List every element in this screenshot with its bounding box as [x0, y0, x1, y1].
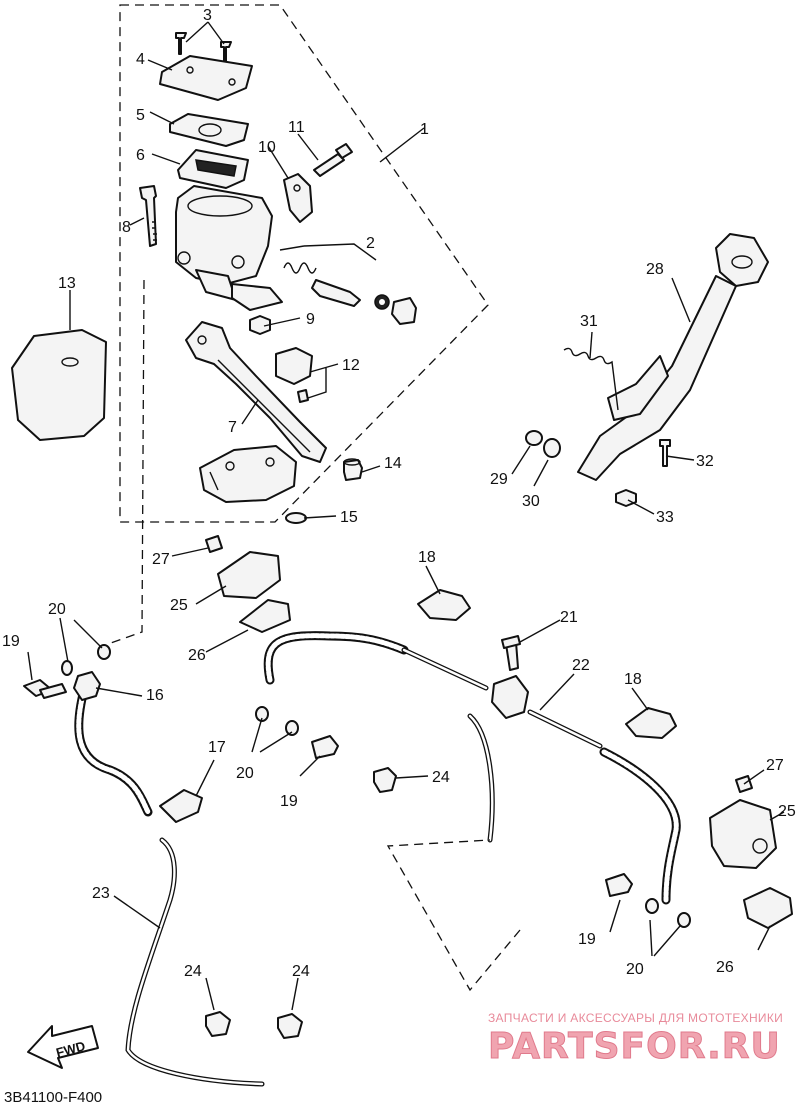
fwd-label: FWD	[54, 1038, 86, 1060]
lever-7	[185, 321, 327, 463]
label-25-rear: 25	[778, 803, 796, 820]
bracket-17	[159, 789, 203, 823]
label-9: 9	[306, 311, 315, 328]
three-way-joint	[491, 635, 529, 719]
label-3: 3	[203, 7, 212, 24]
reservoir-cap-4	[159, 55, 253, 101]
label-24-middle: 24	[432, 769, 450, 786]
label-12: 12	[342, 357, 360, 374]
label-19-middle: 19	[280, 793, 298, 810]
label-18-bottom: 18	[624, 671, 642, 688]
brake-hose-rear	[599, 747, 681, 905]
union-bolts-19	[23, 679, 633, 897]
fwd-arrow-icon: FWD	[27, 1025, 99, 1069]
label-27-front: 27	[152, 551, 170, 568]
label-30: 30	[522, 493, 540, 510]
holder-18	[417, 589, 677, 739]
pin-14	[343, 458, 363, 481]
clamp-holder	[199, 445, 297, 503]
label-20-middle: 20	[236, 765, 254, 782]
label-24-bottom-left: 24	[184, 963, 202, 980]
label-6: 6	[136, 147, 145, 164]
spring-31	[563, 347, 619, 411]
bolt-8	[139, 185, 157, 247]
watermark-brand: PARTSFOR.RU	[488, 1026, 781, 1067]
label-20-front: 20	[48, 601, 66, 618]
bracket-10	[283, 173, 313, 223]
piston-kit-2	[283, 262, 417, 325]
nut-9	[249, 315, 271, 335]
label-7: 7	[228, 419, 237, 436]
clamp-25-26-front	[205, 535, 291, 633]
assembly-1-boundary	[119, 4, 489, 523]
label-19-rear: 19	[578, 931, 596, 948]
label-15: 15	[340, 509, 358, 526]
switch-12	[275, 347, 313, 403]
brake-pipe-22	[401, 647, 603, 749]
grommet-15	[285, 512, 307, 524]
label-32: 32	[696, 453, 714, 470]
label-16: 16	[146, 687, 164, 704]
clamp-25-26-rear	[709, 775, 793, 929]
clip-24	[205, 767, 397, 1039]
label-10: 10	[258, 139, 276, 156]
plate-5	[169, 113, 249, 147]
hose-16	[73, 671, 153, 817]
watermark-tagline: ЗАПЧАСТИ И АКСЕССУАРЫ ДЛЯ МОТОТЕХНИКИ	[488, 1011, 783, 1025]
bolt-11	[313, 143, 353, 177]
diagram-code: 3B41100-F400	[4, 1089, 102, 1106]
brake-hose-front	[263, 631, 409, 685]
label-2: 2	[366, 235, 375, 252]
label-8: 8	[122, 219, 131, 236]
leader-lines	[27, 21, 785, 1011]
label-14: 14	[384, 455, 402, 472]
brake-pedal-28	[577, 233, 769, 481]
label-26-rear: 26	[716, 959, 734, 976]
label-27-rear: 27	[766, 757, 784, 774]
brake-pipe-23	[125, 713, 495, 1087]
label-28: 28	[646, 261, 664, 278]
label-20-rear: 20	[626, 961, 644, 978]
label-26-front: 26	[188, 647, 206, 664]
diaphragm-6	[177, 149, 249, 189]
label-23: 23	[92, 885, 110, 902]
label-25-front: 25	[170, 597, 188, 614]
label-33: 33	[656, 509, 674, 526]
label-11: 11	[288, 119, 305, 136]
label-24-bottom-right: 24	[292, 963, 310, 980]
cover-13	[11, 329, 107, 441]
callout-labels: 3 4 5 6 8 10 11 1 2 9 12 7 13 14 15 27 2…	[2, 7, 796, 980]
washers-29-30	[525, 430, 561, 458]
label-1: 1	[420, 121, 429, 138]
label-13: 13	[58, 275, 76, 292]
label-31: 31	[580, 313, 598, 330]
label-4: 4	[136, 51, 145, 68]
label-29: 29	[490, 471, 508, 488]
label-22: 22	[572, 657, 590, 674]
label-17: 17	[208, 739, 226, 756]
label-19-front: 19	[2, 633, 20, 650]
label-18-top: 18	[418, 549, 436, 566]
label-21: 21	[560, 609, 578, 626]
label-5: 5	[136, 107, 145, 124]
master-cylinder-body	[175, 185, 283, 311]
washers-20	[61, 644, 691, 928]
